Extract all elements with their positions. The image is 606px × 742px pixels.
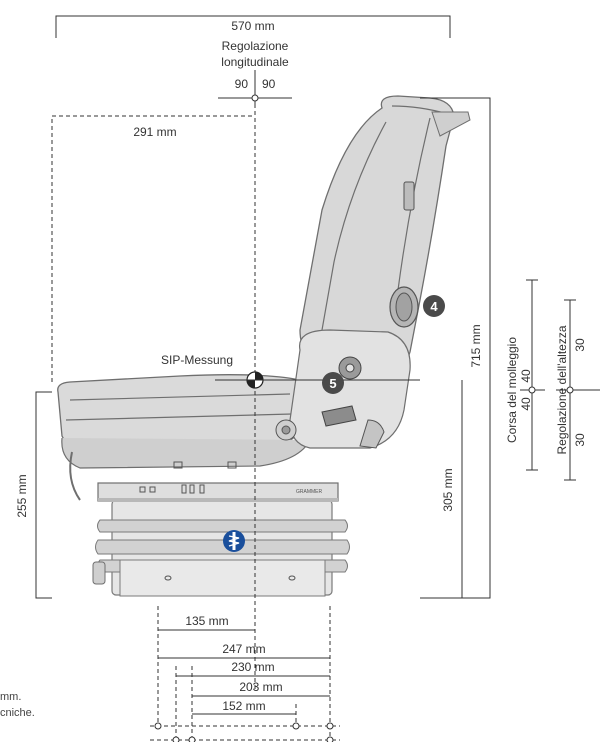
footnote-line-2: cniche.: [0, 707, 35, 719]
suspension-base: [92, 499, 350, 597]
dimension-labels: 570 mm Regolazione longitudinale 90 90 2…: [15, 19, 587, 713]
mount-247-label: 247 mm: [222, 642, 265, 656]
lumbar-badge-number: 4: [430, 299, 438, 314]
height-adjust-up-label: 30: [573, 338, 587, 352]
seat-backrest: [299, 95, 471, 377]
seat-cushion: [57, 374, 311, 501]
longitudinal-title-1: Regolazione: [222, 39, 289, 53]
suspension-title-label: Corsa del molleggio: [505, 337, 519, 443]
longitudinal-right-label: 90: [262, 77, 276, 91]
mount-135-label: 135 mm: [185, 614, 228, 628]
width-total-label: 570 mm: [231, 19, 274, 33]
seat-side-housing: [275, 329, 411, 449]
suspension-down-label: 40: [519, 397, 533, 411]
lumbar-badge: 4: [423, 295, 445, 317]
suspension-up-label: 40: [519, 369, 533, 383]
longitudinal-left-label: 90: [235, 77, 249, 91]
dimension-lines: [35, 15, 600, 742]
sip-marker-icon: [215, 371, 420, 389]
height-base-label: 305 mm: [441, 468, 455, 511]
longitudinal-title-2: longitudinale: [221, 55, 289, 69]
seat-frame: GRAMMER: [97, 482, 339, 502]
mount-203-label: 203 mm: [239, 680, 282, 694]
height-adjust-title-label: Regolazione dell'altezza: [555, 325, 569, 454]
mount-230-label: 230 mm: [231, 660, 274, 674]
sip-label: SIP-Messung: [161, 353, 233, 367]
seat-illustration: GRAMMER: [57, 95, 471, 597]
footnote-line-1: mm.: [0, 691, 22, 703]
height-seat-front-label: 255 mm: [15, 474, 29, 517]
lever-badge: 5: [322, 372, 344, 394]
mount-152-label: 152 mm: [222, 699, 265, 713]
lever-badge-number: 5: [329, 376, 336, 391]
brand-label: GRAMMER: [296, 489, 323, 495]
suspension-spring-icon: [223, 530, 245, 552]
height-total-label: 715 mm: [469, 324, 483, 367]
depth-front-label: 291 mm: [133, 125, 176, 139]
height-adjust-down-label: 30: [573, 433, 587, 447]
